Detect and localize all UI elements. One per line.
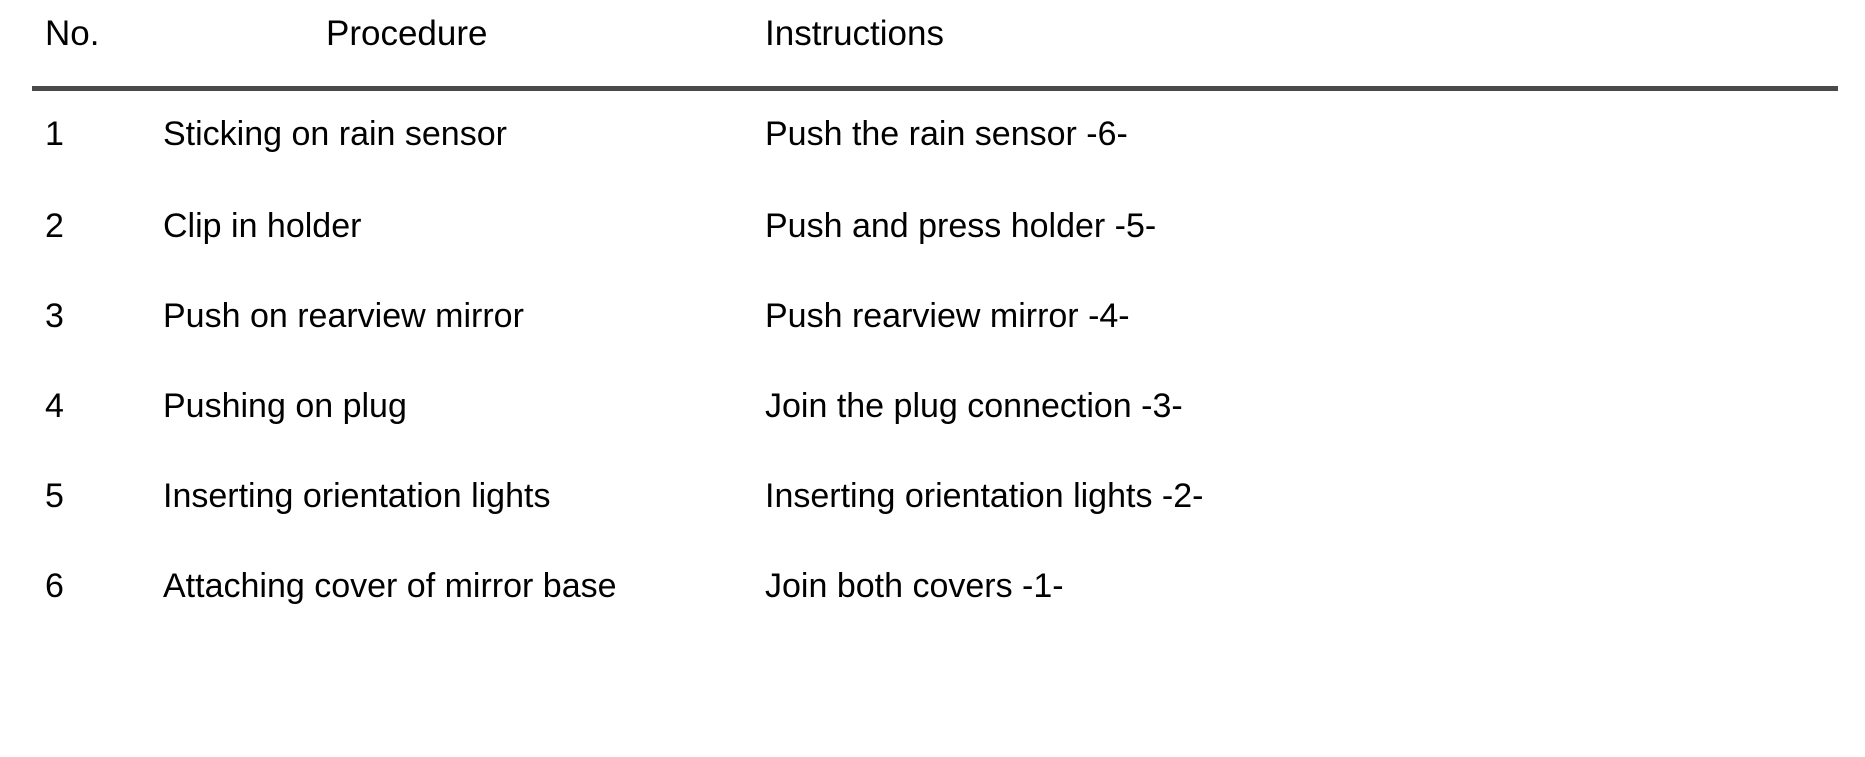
column-header-no: No. <box>45 14 100 53</box>
cell-instructions: Push the rain sensor -6- <box>765 114 1128 153</box>
cell-instructions: Push and press holder -5- <box>765 207 1157 245</box>
column-header-instructions: Instructions <box>765 14 944 53</box>
cell-instructions: Push rearview mirror -4- <box>765 297 1130 335</box>
cell-procedure: Push on rearview mirror <box>163 297 524 335</box>
cell-no: 4 <box>45 387 64 425</box>
cell-procedure: Attaching cover of mirror base <box>163 567 617 605</box>
table-row: 4 Pushing on plug Join the plug connecti… <box>0 361 1865 451</box>
cell-procedure: Inserting orientation lights <box>163 477 551 515</box>
table-header: No. Procedure Instructions <box>0 0 1865 86</box>
table-row: 6 Attaching cover of mirror base Join bo… <box>0 541 1865 631</box>
procedure-table: No. Procedure Instructions 1 Sticking on… <box>0 0 1865 631</box>
cell-procedure: Pushing on plug <box>163 387 407 425</box>
cell-instructions: Join both covers -1- <box>765 567 1064 605</box>
cell-no: 6 <box>45 567 64 605</box>
table-row: 3 Push on rearview mirror Push rearview … <box>0 271 1865 361</box>
cell-no: 2 <box>45 207 64 245</box>
cell-procedure: Sticking on rain sensor <box>163 114 507 153</box>
table-body: 1 Sticking on rain sensor Push the rain … <box>0 86 1865 631</box>
header-divider <box>32 86 1838 91</box>
cell-no: 1 <box>45 114 64 153</box>
cell-no: 3 <box>45 297 64 335</box>
table-row: 2 Clip in holder Push and press holder -… <box>0 181 1865 271</box>
table-row: 1 Sticking on rain sensor Push the rain … <box>0 86 1865 181</box>
cell-no: 5 <box>45 477 64 515</box>
table-header-row: No. Procedure Instructions <box>0 0 1865 86</box>
table-row: 5 Inserting orientation lights Inserting… <box>0 451 1865 541</box>
cell-instructions: Inserting orientation lights -2- <box>765 477 1204 515</box>
cell-procedure: Clip in holder <box>163 207 362 245</box>
cell-instructions: Join the plug connection -3- <box>765 387 1183 425</box>
column-header-procedure: Procedure <box>326 14 488 53</box>
